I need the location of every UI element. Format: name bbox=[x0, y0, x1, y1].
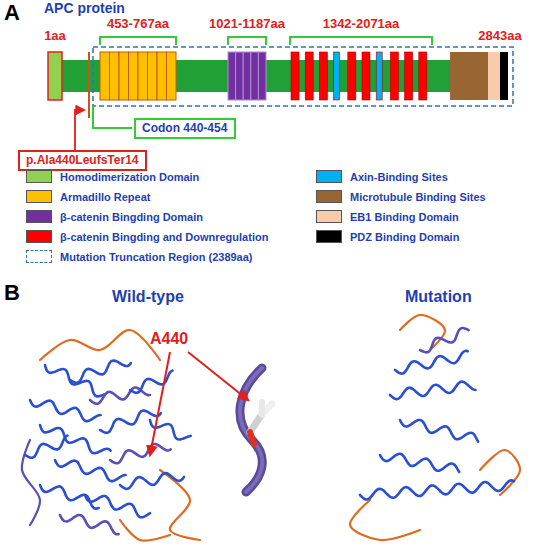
label-text: 453-767aa bbox=[107, 17, 169, 32]
label-text: Mutation bbox=[405, 288, 472, 306]
legend-swatch bbox=[316, 230, 342, 243]
box-text: p.Ala440LeufsTer14 bbox=[26, 153, 139, 167]
microtubule-domain bbox=[450, 52, 488, 100]
legend-item: β-catenin Bingding and Downregulation bbox=[26, 230, 268, 243]
wildtype-structure bbox=[22, 330, 200, 541]
legend-swatch bbox=[316, 210, 342, 223]
armadillo-repeats bbox=[100, 52, 176, 100]
legend-swatch bbox=[316, 170, 342, 183]
legend-text: β-catenin Bingding Domain bbox=[60, 211, 203, 223]
legend-item: Homodimerization Domain bbox=[26, 170, 199, 183]
legend-text: Microtubule Binding Sites bbox=[350, 191, 486, 203]
label-text: A bbox=[4, 0, 20, 25]
annotation-box: Codon 440-454 bbox=[134, 118, 236, 139]
legend-text: β-catenin Bingding and Downregulation bbox=[60, 231, 268, 243]
label-text: 1021-1187aa bbox=[209, 17, 285, 32]
label-text: A440 bbox=[150, 330, 188, 348]
box-text: Codon 440-454 bbox=[142, 121, 228, 135]
legend-item: Axin-Binding Sites bbox=[316, 170, 448, 183]
label-text: 1aa bbox=[44, 29, 66, 44]
downregulation-bars bbox=[291, 52, 427, 100]
legend-text: Mutation Truncation Region (2389aa) bbox=[60, 251, 253, 263]
truncation-region bbox=[93, 47, 513, 106]
mutant-structure bbox=[350, 315, 520, 540]
legend-text: Armadillo Repeat bbox=[60, 191, 150, 203]
homodimer-domain bbox=[48, 52, 62, 100]
legend-item: β-catenin Bingding Domain bbox=[26, 210, 203, 223]
eb1-domain bbox=[488, 52, 500, 100]
site-marker bbox=[88, 52, 90, 118]
pointer-arrow bbox=[188, 352, 248, 400]
legend-item: Mutation Truncation Region (2389aa) bbox=[26, 250, 253, 263]
legend-text: Axin-Binding Sites bbox=[350, 171, 448, 183]
label-text: Wild-type bbox=[112, 288, 184, 306]
legend-text: EB1 Binding Domain bbox=[350, 211, 459, 223]
legend-text: Homodimerization Domain bbox=[60, 171, 199, 183]
legend-swatch bbox=[316, 190, 342, 203]
legend-swatch bbox=[26, 230, 52, 243]
residue-closeup bbox=[240, 368, 272, 492]
label-text: 1342-2071aa bbox=[323, 17, 400, 32]
legend-text: PDZ Binding Domain bbox=[350, 231, 459, 243]
legend-swatch bbox=[26, 170, 52, 183]
annotation-box: p.Ala440LeufsTer14 bbox=[18, 150, 147, 171]
label-text: B bbox=[4, 280, 20, 305]
legend-item: Armadillo Repeat bbox=[26, 190, 150, 203]
codon-leader bbox=[93, 106, 132, 128]
catenin-domain bbox=[228, 52, 266, 100]
pdz-domain bbox=[500, 52, 508, 100]
pointer-arrow bbox=[150, 352, 170, 455]
range-bracket bbox=[228, 37, 266, 45]
legend-item: EB1 Binding Domain bbox=[316, 210, 459, 223]
legend-item: Microtubule Binding Sites bbox=[316, 190, 486, 203]
range-bracket bbox=[290, 37, 432, 45]
legend-swatch bbox=[26, 190, 52, 203]
legend-swatch bbox=[26, 210, 52, 223]
legend-swatch bbox=[26, 250, 52, 263]
mutation-arrow bbox=[75, 110, 84, 150]
label-text: APC protein bbox=[44, 0, 125, 16]
legend-item: PDZ Binding Domain bbox=[316, 230, 459, 243]
range-bracket bbox=[100, 37, 176, 45]
label-text: 2843aa bbox=[478, 29, 521, 44]
